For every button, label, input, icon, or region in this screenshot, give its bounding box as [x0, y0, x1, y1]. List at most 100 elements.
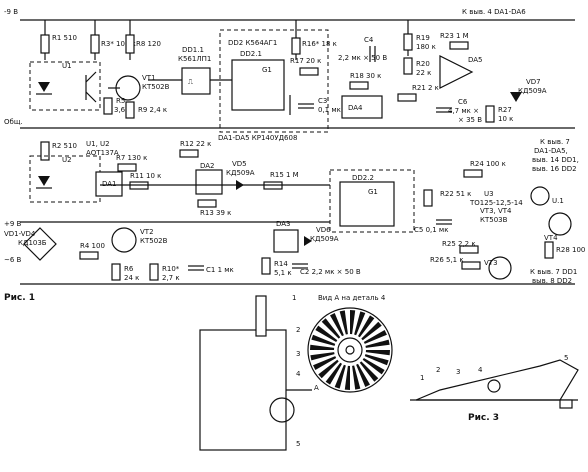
- label-da3: DA3: [276, 220, 291, 228]
- svg-text:G1: G1: [262, 66, 272, 74]
- label-vd5: VD5: [232, 160, 247, 168]
- label-vd1vd4-type: КД103Б: [18, 239, 47, 247]
- label-c6-val: 4,7 мк ×: [448, 107, 479, 115]
- label-r10-val: 2,7 к: [162, 274, 180, 282]
- thyristor-u3: [530, 186, 550, 206]
- label-c5: C5 0,1 мк: [414, 226, 448, 234]
- label-c2: C2 2,2 мк × 50 В: [300, 268, 361, 276]
- label-r2: R2 510: [52, 142, 77, 150]
- label-fig1: Рис. 1: [4, 293, 35, 303]
- disc-slot: [364, 354, 389, 366]
- label-r27: R27: [498, 106, 512, 114]
- pedal-sensor: [487, 379, 501, 393]
- resistor-r14: [261, 257, 271, 275]
- opamp-da2: [195, 169, 223, 195]
- label-r21: R21 2 к: [412, 84, 439, 92]
- label-r27-val: 10 к: [498, 115, 513, 123]
- resistor-r1: [40, 34, 50, 54]
- label-dd1-1-type: К561ЛП1: [178, 55, 211, 63]
- transistor-vt4: [548, 212, 572, 236]
- label-c6-v: × 35 В: [458, 116, 482, 124]
- label-f3-5: 5: [564, 354, 568, 362]
- resistor-r27: [485, 105, 495, 123]
- label-f3-4: 4: [478, 366, 483, 374]
- disc-slot: [363, 330, 387, 344]
- label-r6: R6: [124, 265, 134, 273]
- label-k-14: выв. 14 DD1,: [532, 156, 579, 164]
- label-vd6-type: КД509А: [310, 235, 339, 243]
- resistor-r23: [449, 41, 469, 50]
- label-r6-val: 24 к: [124, 274, 139, 282]
- label-vt2-type: КТ502В: [140, 237, 168, 245]
- label-u1u2-type: АОТ137А: [86, 149, 119, 157]
- label-u3: U3: [484, 190, 494, 198]
- label-r20: R20: [416, 60, 430, 68]
- disc-slot: [354, 311, 366, 336]
- resistor-r7: [117, 163, 137, 172]
- label-da5: DA5: [468, 56, 483, 64]
- label-da1: DA1: [102, 180, 117, 188]
- label-f3-1: 1: [420, 374, 424, 382]
- resistor-r17: [299, 67, 319, 76]
- label-vt1-type: КТ502В: [142, 83, 170, 91]
- label-r18: R18 30 к: [350, 72, 381, 80]
- resistor-r5: [103, 97, 113, 115]
- resistor-r28: [544, 241, 554, 259]
- label-r19: R19: [416, 34, 430, 42]
- label-r3: R3* 100 к: [101, 40, 136, 48]
- label-f3-3: 3: [456, 368, 460, 376]
- label-r15: R15 1 М: [270, 171, 299, 179]
- svg-text:G1: G1: [368, 188, 378, 196]
- slotted-disc: [307, 307, 393, 393]
- resistor-r25: [459, 245, 479, 254]
- label-k-da: DA1-DA5,: [534, 147, 568, 155]
- chip-dd2-2: [339, 181, 395, 227]
- label-k-16: выв. 16 DD2: [532, 165, 577, 173]
- transistor-vt3: [488, 256, 512, 280]
- label-n1: 1: [292, 294, 296, 302]
- disc-slot: [352, 365, 361, 390]
- resistor-r19: [403, 33, 413, 51]
- label-da4: DA4: [348, 104, 363, 112]
- bridge-vd1-vd4: [23, 227, 57, 261]
- svg-text:⎍: ⎍: [188, 78, 193, 86]
- mech-shaft: [255, 295, 267, 337]
- label-r20-val: 22 к: [416, 69, 431, 77]
- label-vt2: VT2: [140, 228, 154, 236]
- disc-slot: [310, 352, 335, 361]
- label-n3: 3: [296, 350, 300, 358]
- label-vd7-type: КД509А: [518, 87, 547, 95]
- label-u1-ref: U1: [62, 62, 72, 70]
- disc-slot: [330, 313, 344, 337]
- label-r4: R4 100: [80, 242, 105, 250]
- label-n5: 5: [296, 440, 300, 448]
- label-u3-type: ТО125-12,5-14: [469, 199, 523, 207]
- label-r10: R10*: [162, 265, 180, 273]
- label-vt3vt4-type: КТ503В: [480, 216, 508, 224]
- mech-pulley: [269, 397, 295, 423]
- label-c4-val: 2,2 мк × 50 В: [338, 54, 387, 62]
- opamp-da1: [95, 171, 123, 197]
- label-r24: R24 100 к: [470, 160, 506, 168]
- label-r14: R14: [274, 260, 288, 268]
- label-c6: C6: [458, 98, 468, 106]
- label-fig3: Рис. 3: [468, 413, 499, 423]
- label-r28: R28 100: [556, 246, 585, 254]
- label-r26: R26 5,1 к: [430, 256, 464, 264]
- disc-slot: [318, 359, 339, 379]
- disc-slot: [359, 361, 379, 382]
- label-r22: R22 51 к: [440, 190, 471, 198]
- label-dd1-1: DD1.1: [182, 46, 204, 54]
- label-k-vyv8: выв. 8 DD2: [532, 277, 572, 285]
- label-r25: R25 2,2 к: [442, 240, 476, 248]
- opamp-da3: [273, 229, 299, 253]
- label-r11: R11 10 к: [130, 172, 161, 180]
- label-k-vyv7: К выв. 7: [540, 138, 570, 146]
- resistor-r21: [397, 93, 417, 102]
- disc-slot: [315, 325, 338, 342]
- disc-slot: [321, 318, 341, 339]
- label-minus6v: ~6 В: [4, 256, 22, 264]
- label-vt3vt4: VT3, VT4: [480, 207, 512, 215]
- label-r16: R16* 18 к: [302, 40, 337, 48]
